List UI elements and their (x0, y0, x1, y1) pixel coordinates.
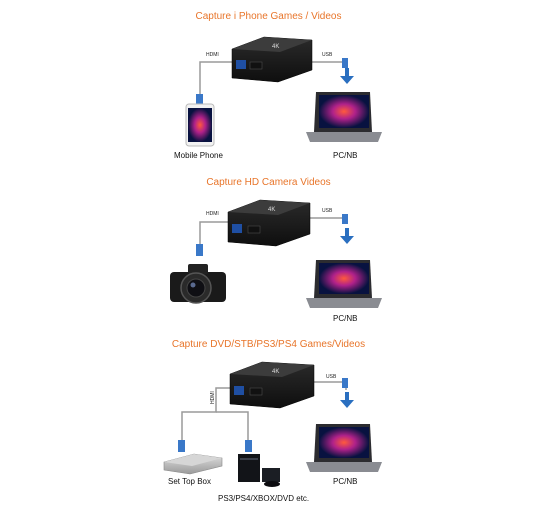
hdmi-cable (181, 387, 232, 444)
target-label-pc-nb: PC/NB (333, 477, 358, 486)
hdmi-cable (199, 221, 230, 246)
capture-box-icon: 4K (229, 361, 315, 409)
game-console-icon (238, 454, 280, 487)
capture-box-icon: 4K (227, 199, 311, 247)
laptop-icon (306, 260, 382, 308)
hdmi-connector (196, 94, 203, 106)
dslr-camera-icon (170, 264, 226, 304)
device-label: 4K (272, 44, 279, 50)
set-top-box-icon (163, 453, 223, 475)
hdmi-cable-label: HDMI (206, 211, 219, 217)
target-label-pc-nb: PC/NB (333, 151, 358, 160)
usb-connector (342, 378, 348, 388)
hdmi-cable (199, 61, 234, 96)
hdmi-cable (216, 411, 249, 444)
smartphone-icon (185, 103, 215, 147)
source-label-mobile-phone: Mobile Phone (174, 151, 223, 160)
hdmi-connector (196, 244, 203, 256)
down-arrow-icon (340, 392, 354, 408)
usb-cable (310, 61, 347, 66)
usb-cable-label: USB (326, 374, 337, 380)
section-2: HDMI USB 4K (170, 199, 382, 308)
usb-cable (312, 381, 347, 390)
usb-connector (342, 214, 348, 224)
hdmi-connector (178, 440, 185, 452)
section-3: HDMI USB 4K (163, 361, 382, 487)
section-2-title: Capture HD Camera Videos (206, 177, 331, 188)
section-1-title: Capture i Phone Games / Videos (195, 11, 342, 22)
target-label-pc-nb: PC/NB (333, 314, 358, 323)
source-label-set-top-box: Set Top Box (168, 477, 211, 486)
hdmi-cable-label: HDMI (210, 391, 216, 404)
hdmi-cable-label: HDMI (206, 52, 219, 58)
usb-cable (308, 217, 347, 224)
section-3-title: Capture DVD/STB/PS3/PS4 Games/Videos (171, 339, 366, 350)
laptop-icon (306, 92, 382, 142)
usb-cable-label: USB (322, 208, 333, 214)
usb-connector (342, 58, 348, 68)
usb-cable-label: USB (322, 52, 333, 58)
hdmi-connector (245, 440, 252, 452)
laptop-icon (306, 424, 382, 472)
section-1: HDMI USB 4K (185, 36, 382, 147)
down-arrow-icon (340, 228, 354, 244)
down-arrow-icon (340, 68, 354, 84)
source-label-console: PS3/PS4/XBOX/DVD etc. (218, 494, 310, 503)
device-label: 4K (272, 369, 279, 375)
device-label: 4K (268, 207, 275, 213)
capture-box-icon: 4K (231, 36, 313, 83)
